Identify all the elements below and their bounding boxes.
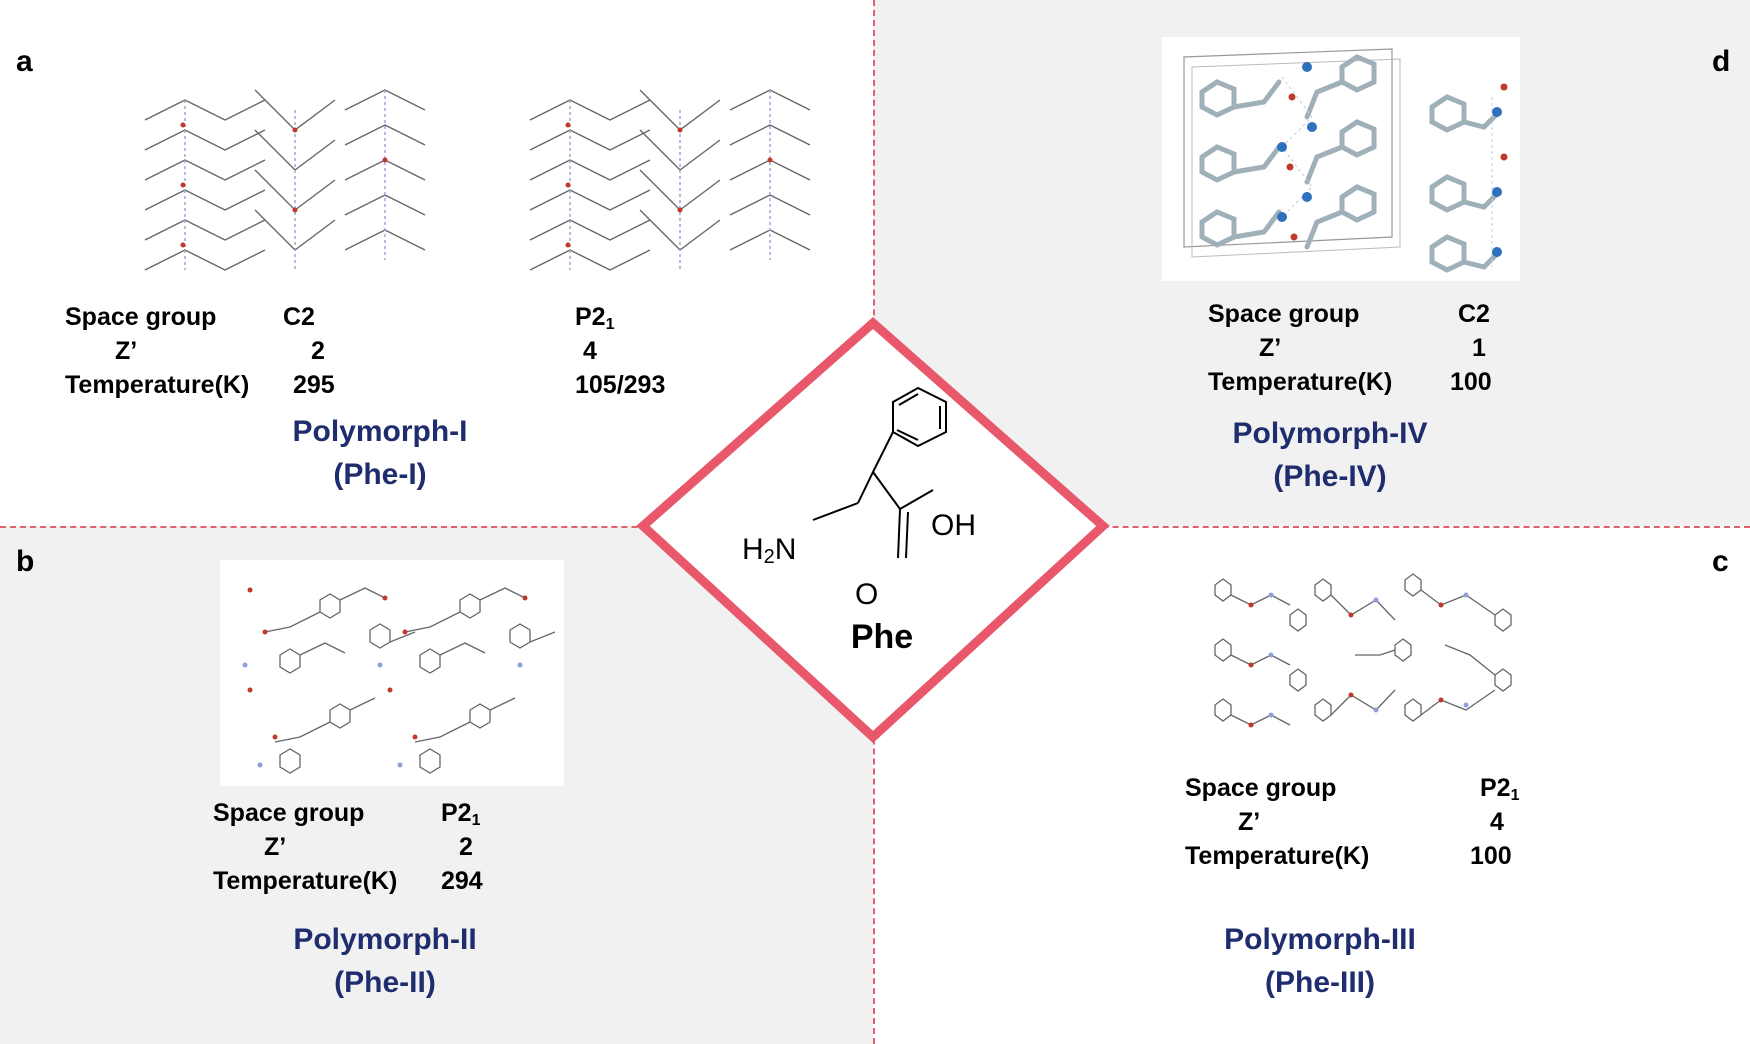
table-row: Z’ 4 — [1185, 805, 1515, 839]
amino-h: H — [742, 533, 764, 566]
table-row: Temperature(K) 100 — [1208, 365, 1508, 399]
carbonyl-o-label: O — [855, 578, 879, 611]
polymorph-name: Polymorph-II — [293, 923, 477, 956]
z-prime-main: 2 — [459, 833, 473, 861]
z-prime-value: 2 — [311, 337, 325, 365]
z-prime-value: 4 — [583, 337, 597, 365]
crystal-packing-image-a-right — [520, 70, 830, 285]
polymorph-title-a: Polymorph-I (Phe-I) — [230, 410, 530, 496]
crystal-packing-image-d — [1162, 37, 1520, 281]
polymorph-name: Polymorph-IV — [1232, 417, 1428, 450]
panel-label-a: a — [16, 45, 33, 78]
polymorph-title-b: Polymorph-II (Phe-II) — [235, 918, 535, 1004]
z-prime-label: Z’ — [1259, 334, 1282, 362]
table-row: Space group C2 — [65, 300, 365, 334]
temperature-value: 100 — [1470, 839, 1512, 873]
polymorph-abbrev: (Phe-I) — [333, 458, 427, 491]
amino-group-label: H2N — [742, 533, 796, 569]
space-group-main: P2 — [441, 799, 472, 827]
space-group-main: P2 — [1480, 774, 1511, 802]
temperature-label: Temperature(K) — [65, 371, 250, 399]
panel-label-b: b — [16, 545, 35, 578]
polymorph-name: Polymorph-III — [1224, 923, 1416, 956]
space-group-label: Space group — [1185, 774, 1337, 802]
z-prime-value: 2 — [459, 830, 473, 864]
temperature-value: 295 — [293, 371, 335, 399]
crystal-packing-image-b — [220, 560, 564, 786]
z-prime-label: Z’ — [264, 833, 287, 861]
space-group-subscript: 1 — [1510, 787, 1520, 804]
amino-subscript: 2 — [763, 546, 775, 568]
space-group-value: C2 — [283, 303, 315, 331]
properties-table-d: Space group C2 Z’ 1 Temperature(K) 100 — [1208, 297, 1508, 399]
table-row: Z’ 2 — [65, 334, 365, 368]
polymorph-title-c: Polymorph-III (Phe-III) — [1170, 918, 1470, 1004]
z-prime-main: 1 — [1472, 334, 1486, 362]
polymorph-abbrev: (Phe-IV) — [1273, 460, 1387, 493]
space-group-value: P21 — [441, 796, 481, 838]
temperature-value: 100 — [1450, 365, 1492, 399]
z-prime-label: Z’ — [115, 337, 138, 365]
temperature-main: 100 — [1450, 368, 1492, 396]
molecule-name-label: Phe — [850, 618, 914, 656]
properties-table-b: Space group P21 Z’ 2 Temperature(K) 294 — [213, 796, 513, 898]
table-row: Temperature(K) 294 — [213, 864, 513, 898]
space-group-main: P2 — [575, 303, 606, 331]
temperature-main: 100 — [1470, 842, 1512, 870]
table-row: Space group P21 — [1185, 771, 1520, 805]
horizontal-divider — [0, 526, 1750, 528]
polymorph-name: Polymorph-I — [292, 415, 468, 448]
temperature-label: Temperature(K) — [1208, 368, 1393, 396]
table-row: Temperature(K) 100 — [1185, 839, 1515, 873]
table-row: 105/293 — [573, 368, 723, 402]
polymorph-title-d: Polymorph-IV (Phe-IV) — [1180, 412, 1480, 498]
temperature-label: Temperature(K) — [213, 867, 398, 895]
table-row: 4 — [573, 334, 723, 368]
z-prime-value: 4 — [1490, 805, 1504, 839]
temperature-value: 105/293 — [575, 371, 666, 399]
space-group-value: P21 — [1480, 771, 1520, 813]
space-group-value: C2 — [1458, 297, 1490, 339]
z-prime-label: Z’ — [1238, 808, 1261, 836]
temperature-main: 294 — [441, 867, 483, 895]
space-group-main: C2 — [1458, 300, 1490, 328]
panel-label-d: d — [1712, 45, 1731, 78]
polymorph-abbrev: (Phe-III) — [1265, 966, 1375, 999]
z-prime-main: 4 — [1490, 808, 1504, 836]
table-row: P21 — [573, 300, 723, 334]
temperature-label: Temperature(K) — [1185, 842, 1370, 870]
space-group-subscript: 1 — [471, 812, 481, 829]
space-group-label: Space group — [213, 799, 365, 827]
vertical-divider — [873, 0, 875, 1044]
table-row: Space group P21 — [213, 796, 513, 830]
panel-label-c: c — [1712, 545, 1729, 578]
properties-table-a-left: Space group C2 Z’ 2 Temperature(K) 295 — [65, 300, 365, 402]
carboxyl-oh-label: OH — [931, 509, 976, 542]
table-row: Z’ 1 — [1208, 331, 1508, 365]
table-row: Temperature(K) 295 — [65, 368, 365, 402]
amino-n: N — [774, 533, 797, 566]
space-group-label: Space group — [1208, 300, 1360, 328]
space-group-label: Space group — [65, 303, 217, 331]
table-row: Z’ 2 — [213, 830, 513, 864]
table-row: Space group C2 — [1208, 297, 1508, 331]
polymorph-abbrev: (Phe-II) — [334, 966, 436, 999]
temperature-value: 294 — [441, 864, 483, 898]
z-prime-value: 1 — [1472, 331, 1486, 365]
crystal-packing-image-a-left — [135, 70, 445, 285]
space-group-subscript: 1 — [605, 316, 615, 333]
space-group-value: P21 — [575, 300, 615, 342]
properties-table-c: Space group P21 Z’ 4 Temperature(K) 100 — [1185, 771, 1520, 873]
properties-table-a-right: P21 4 105/293 — [573, 300, 723, 402]
crystal-packing-image-c — [1205, 565, 1535, 765]
